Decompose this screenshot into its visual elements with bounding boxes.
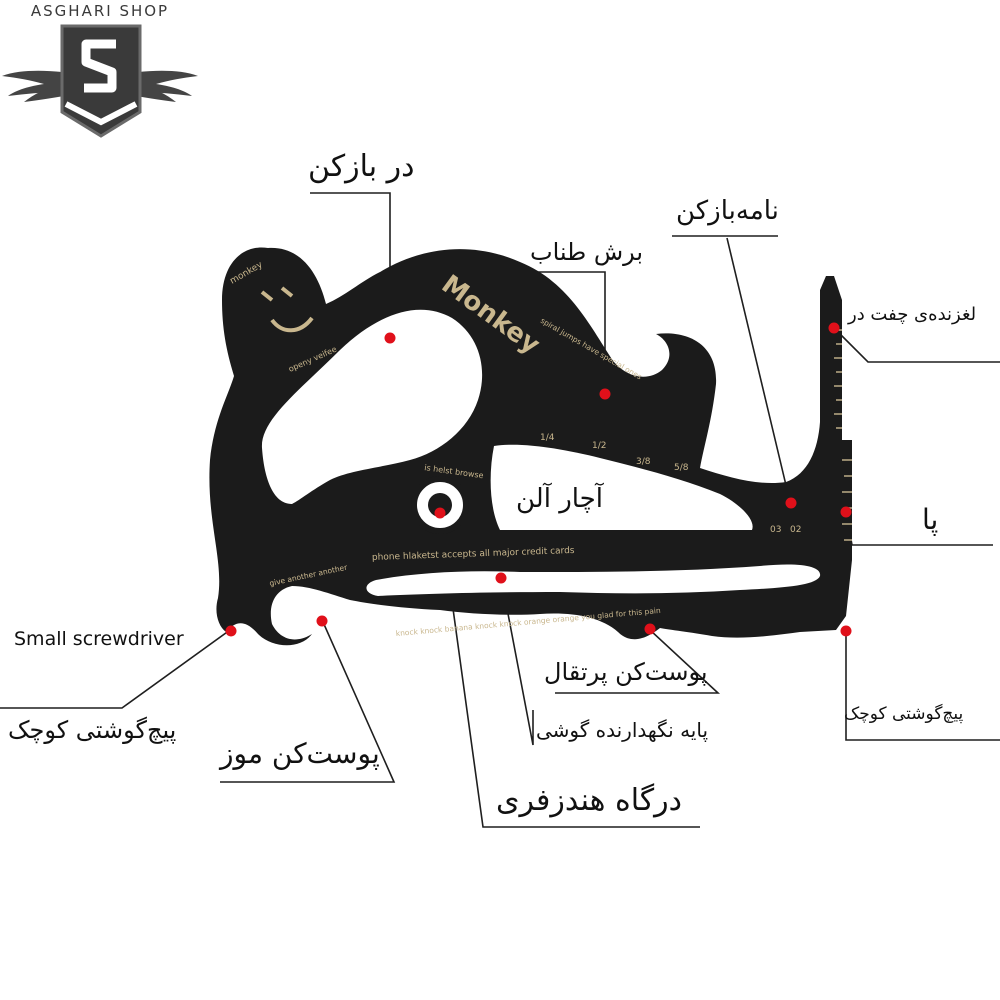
leader-lines — [0, 192, 1000, 828]
leader-leg — [845, 511, 993, 546]
monkey-eye-icon — [260, 286, 294, 302]
marker-banana-peeler — [316, 615, 328, 627]
label-letter-opener: نامه‌بازکن — [676, 196, 779, 226]
markers — [225, 322, 852, 637]
leader-small-screwdriver-right — [845, 630, 1000, 741]
chevron-icon — [64, 101, 138, 126]
leader-phone-stand — [500, 576, 534, 746]
label-orange-peeler: پوست‌کن پرتقال — [544, 658, 708, 686]
monkey-smile-icon — [270, 316, 314, 333]
engraving-mark-4: 5/8 — [674, 463, 689, 473]
ruler-ticks — [834, 329, 852, 541]
brand-name: ASGHARI SHOP — [30, 2, 170, 20]
label-door-slider: لغزنده‌ی چفت در — [848, 304, 977, 325]
marker-rope-cutter — [599, 388, 611, 400]
label-rope-cutter: برش طناب — [530, 238, 644, 266]
label-phone-stand: پایه نگهدارنده گوشی — [536, 718, 709, 742]
headphone-port-hole — [428, 493, 452, 517]
label-bottle-opener: در بازکن — [308, 149, 415, 184]
shop-logo — [2, 24, 198, 138]
phone-stand-slot — [366, 564, 821, 596]
leader-headphone-port — [439, 513, 700, 828]
marker-letter-opener — [785, 497, 797, 509]
label-leg: پا — [922, 503, 939, 536]
bottle-opener-cutout — [261, 309, 483, 504]
marker-bottle-opener — [384, 332, 396, 344]
left-wing-icon — [2, 70, 64, 102]
marker-orange-peeler — [644, 623, 656, 635]
leader-orange-peeler — [555, 629, 721, 694]
engraving-mark-1: 1/4 — [540, 433, 555, 443]
s-letter-icon — [81, 39, 117, 93]
label-banana-peeler: پوست‌کن موز — [220, 737, 380, 770]
label-small-screwdriver-en: Small screwdriver — [14, 628, 184, 650]
marker-small-screwdriver-left — [225, 625, 237, 637]
marker-door-slider — [828, 322, 840, 334]
leader-letter-opener-diag — [726, 237, 791, 503]
right-wing-icon — [136, 70, 198, 102]
leader-door-slider — [835, 329, 1000, 363]
multitool-card: Monkey monkey openy veifee phone hlakets… — [209, 247, 853, 646]
engraving-code-1: 03 — [770, 525, 781, 535]
marker-headphone-port — [434, 507, 446, 519]
label-small-screwdriver-fa-left: پیچ‌گوشتی کوچک — [8, 716, 177, 744]
marker-leg — [840, 506, 852, 518]
label-allen-wrench: آچار آلن — [516, 484, 603, 514]
engraving-code-2: 02 — [790, 525, 801, 535]
engraving-mark-3: 3/8 — [636, 457, 651, 467]
allen-wrench-cutout — [490, 444, 753, 530]
label-small-screwdriver-fa-right: پیچ‌گوشتی کوچک — [844, 704, 964, 724]
leader-small-screwdriver-left — [0, 629, 231, 709]
engraving-mark-2: 1/2 — [592, 441, 606, 451]
marker-small-screwdriver-right — [840, 625, 852, 637]
marker-phone-stand — [495, 572, 507, 584]
leader-banana-peeler — [220, 621, 396, 783]
label-headphone-port: درگاه هندزفری — [496, 783, 683, 818]
